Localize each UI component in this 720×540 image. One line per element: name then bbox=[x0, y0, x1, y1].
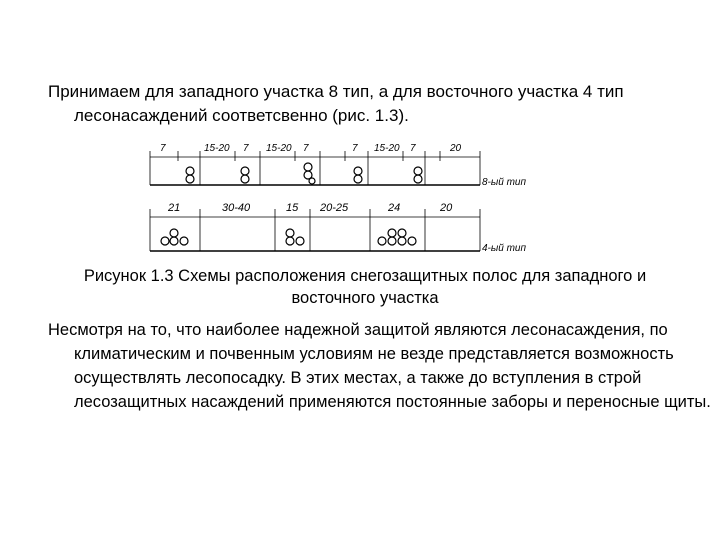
snow-protection-scheme-figure: 7 15-20 7 15-20 7 7 15-20 7 20 8-ый тип … bbox=[149, 143, 526, 254]
dim-label: 20-25 bbox=[319, 202, 349, 214]
scheme-row-4-type bbox=[149, 209, 481, 252]
dim-label: 7 bbox=[410, 143, 416, 154]
dim-label: 7 bbox=[303, 143, 309, 154]
dim-label: 30-40 bbox=[222, 202, 251, 214]
row2-type-label: 4-ый тип bbox=[482, 243, 526, 254]
dim-label: 15-20 bbox=[374, 143, 400, 154]
dim-label: 24 bbox=[387, 202, 400, 214]
tree-group-icon bbox=[185, 162, 423, 185]
dim-label: 20 bbox=[439, 202, 453, 214]
dim-label: 15 bbox=[286, 202, 299, 214]
row1-dimension-labels: 7 15-20 7 15-20 7 7 15-20 7 20 8-ый тип bbox=[160, 143, 526, 188]
dim-label: 7 bbox=[160, 143, 166, 154]
tree-group-icon bbox=[160, 228, 417, 246]
dim-label: 15-20 bbox=[266, 143, 292, 154]
dim-label: 21 bbox=[167, 202, 180, 214]
row1-type-label: 8-ый тип bbox=[482, 177, 526, 188]
scheme-row-8-type bbox=[149, 151, 481, 186]
row2-dimension-labels: 21 30-40 15 20-25 24 20 4-ый тип bbox=[167, 202, 526, 254]
dim-label: 7 bbox=[352, 143, 358, 154]
dim-label: 7 bbox=[243, 143, 249, 154]
body-paragraph: Несмотря на то, что наиболее надежной за… bbox=[48, 321, 711, 411]
dim-label: 20 bbox=[449, 143, 462, 154]
figure-caption: Рисунок 1.3 Схемы расположения снегозащи… bbox=[83, 267, 647, 307]
dim-label: 15-20 bbox=[204, 143, 230, 154]
intro-paragraph: Принимаем для западного участка 8 тип, а… bbox=[48, 82, 624, 125]
